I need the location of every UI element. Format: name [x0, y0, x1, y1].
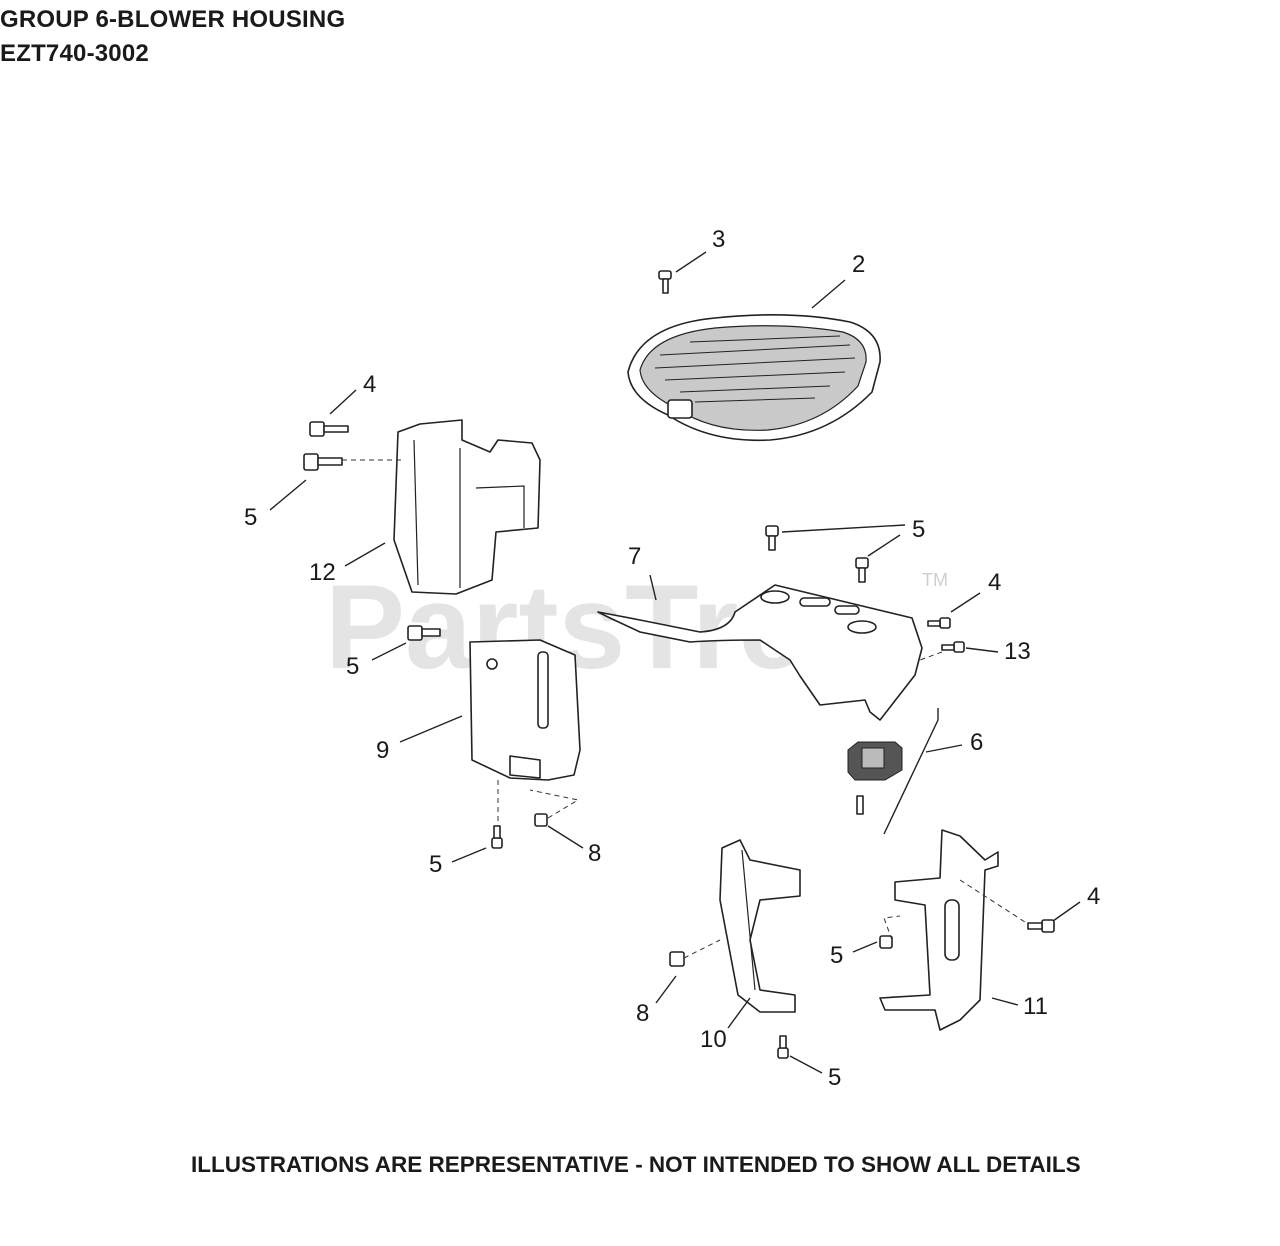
- part-blower-grille: [627, 314, 881, 442]
- callout-5: 5: [346, 653, 359, 680]
- callout-7: 7: [628, 543, 641, 570]
- part-bracket-7: [597, 584, 923, 721]
- callout-12: 12: [309, 559, 336, 586]
- model-number: EZT740-3002: [0, 40, 149, 67]
- callout-8: 8: [588, 840, 601, 867]
- callout-13: 13: [1004, 638, 1031, 665]
- callout-5: 5: [828, 1064, 841, 1091]
- callout-4: 4: [363, 371, 376, 398]
- callout-3: 3: [712, 226, 725, 253]
- leader-lines: [269, 251, 1081, 1074]
- callout-6: 6: [970, 729, 983, 756]
- part-screw-3: [658, 270, 672, 294]
- part-mount-6: [847, 741, 903, 815]
- part-shroud-9: [469, 639, 581, 781]
- callout-5: 5: [912, 516, 925, 543]
- callout-11: 11: [1023, 993, 1048, 1020]
- callout-2: 2: [852, 251, 865, 278]
- callout-5: 5: [244, 504, 257, 531]
- callout-10: 10: [700, 1026, 727, 1053]
- part-shroud-12: [393, 419, 541, 595]
- part-bracket-11: [879, 829, 999, 1031]
- part-bracket-10: [719, 839, 801, 1013]
- fasteners: [303, 421, 1055, 1059]
- callout-4: 4: [1087, 883, 1100, 910]
- diagram-title: GROUP 6-BLOWER HOUSING: [0, 6, 346, 33]
- callout-9: 9: [376, 737, 389, 764]
- callout-8: 8: [636, 1000, 649, 1027]
- callout-5: 5: [830, 942, 843, 969]
- callout-5: 5: [429, 851, 442, 878]
- callout-4: 4: [988, 569, 1001, 596]
- disclaimer-note: ILLUSTRATIONS ARE REPRESENTATIVE - NOT I…: [191, 1152, 1081, 1177]
- assembly-lines: [342, 459, 1029, 959]
- watermark-trademark: TM: [922, 570, 948, 590]
- callout-labels: 3 2 4 5 12 5 7 4 13 5 9 6 5 8 4 5 8 10 1…: [244, 226, 1100, 1091]
